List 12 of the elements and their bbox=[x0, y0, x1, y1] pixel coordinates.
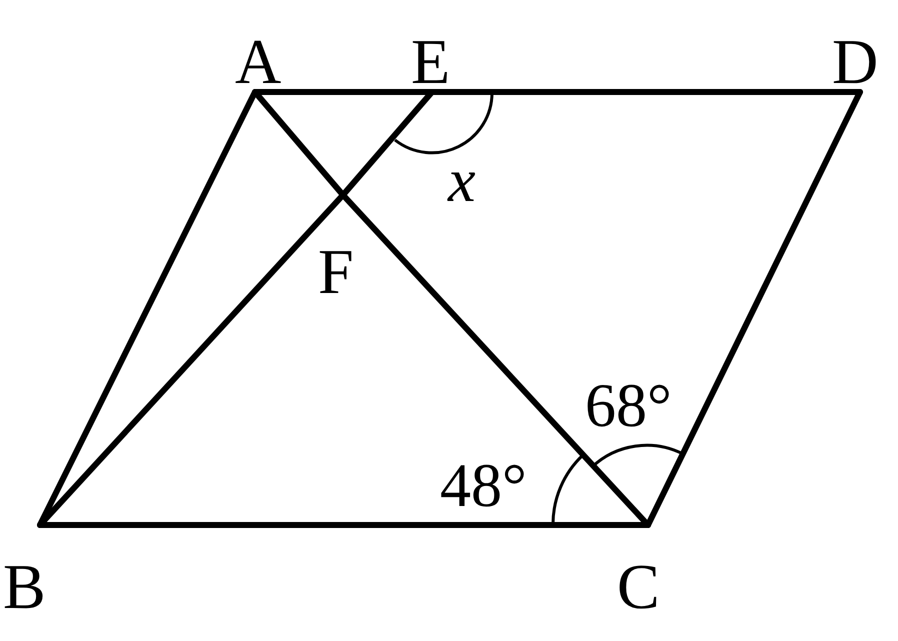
angle-label: x bbox=[448, 150, 476, 212]
line-segment bbox=[340, 192, 651, 528]
vertex-label: D bbox=[828, 30, 892, 92]
vertex-label: B bbox=[0, 525, 44, 617]
line-segment bbox=[645, 89, 863, 528]
angle-label: 48° bbox=[440, 455, 527, 517]
vertex-label: E bbox=[405, 30, 460, 92]
vertex-label: F bbox=[313, 195, 358, 295]
angle-label: 68° bbox=[585, 375, 672, 437]
line-segment bbox=[37, 192, 346, 528]
vertex-label: C bbox=[612, 525, 672, 617]
vertex-label: A bbox=[230, 30, 280, 92]
